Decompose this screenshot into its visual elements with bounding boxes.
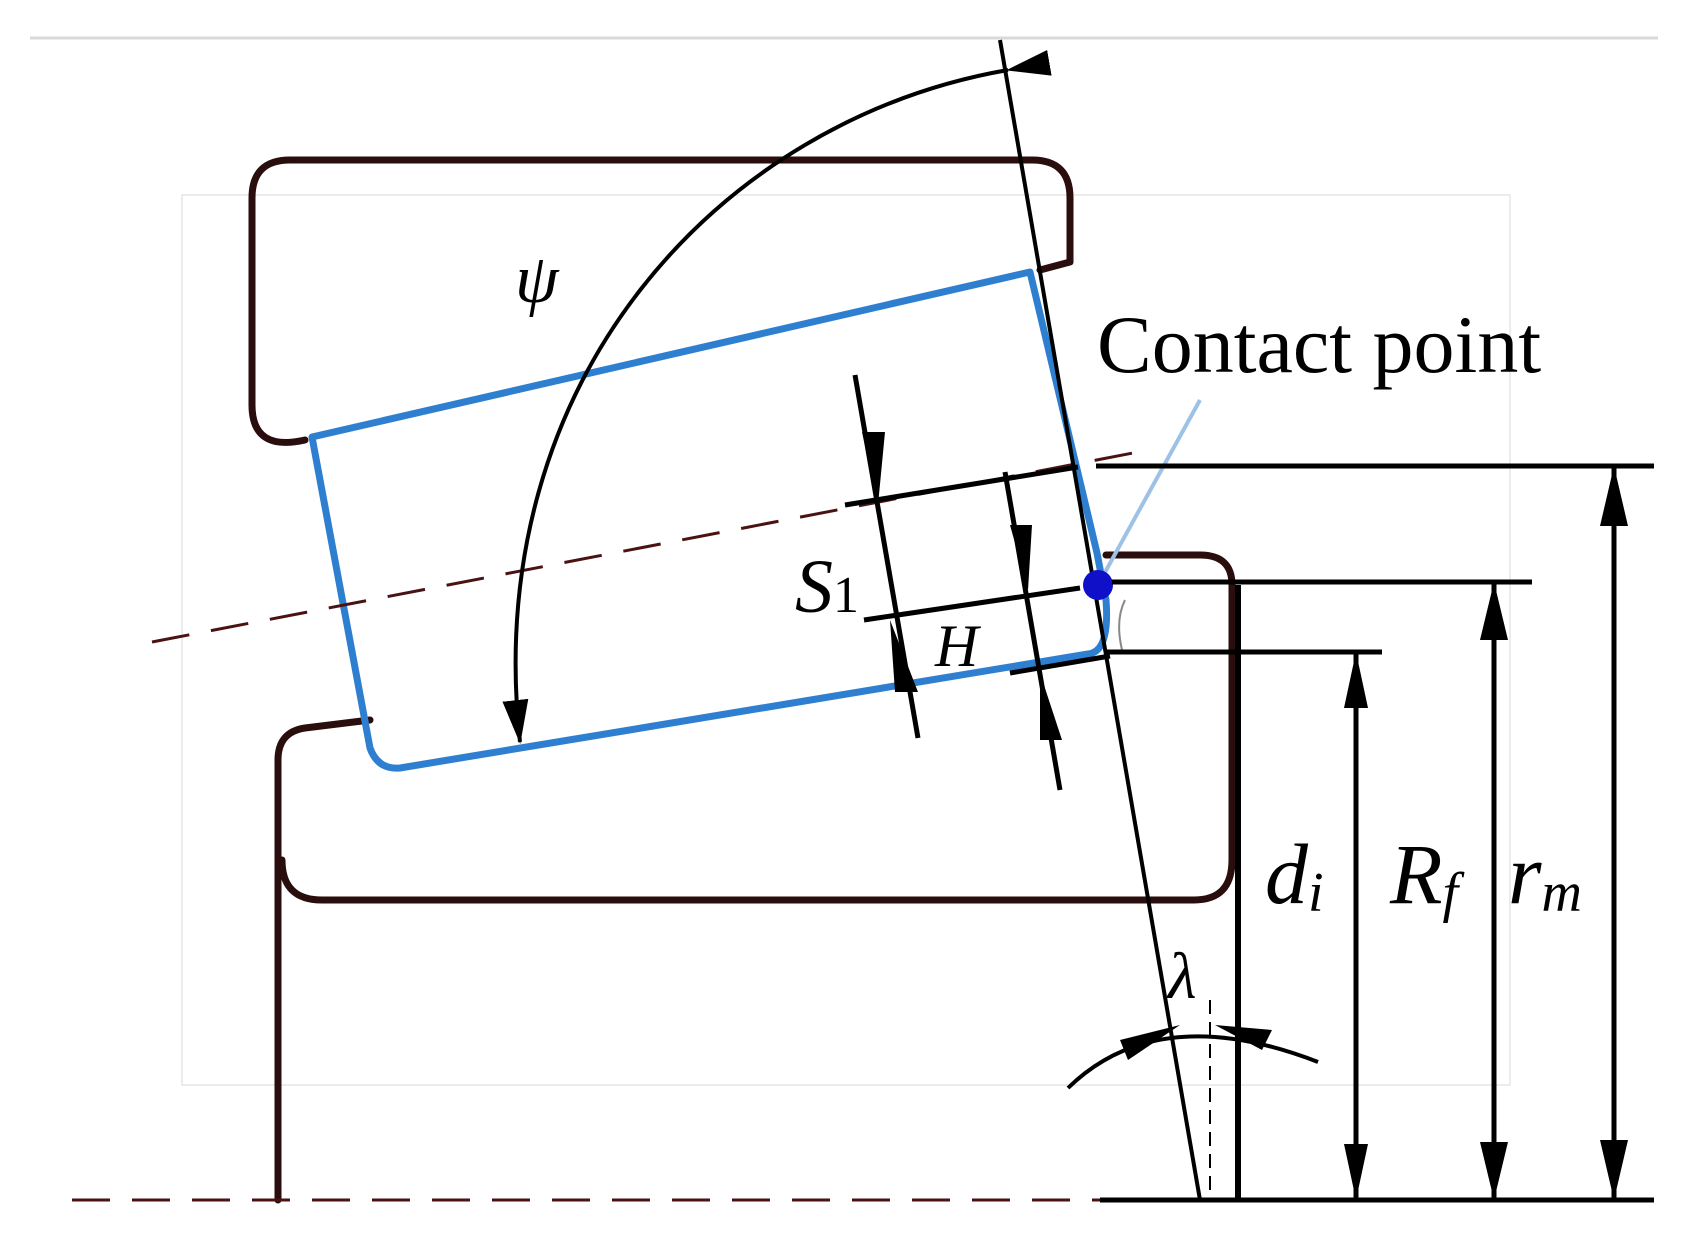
di-arrow-top bbox=[1344, 652, 1368, 708]
contact-gap-mark bbox=[1118, 599, 1126, 651]
lambda-arc bbox=[1066, 1034, 1319, 1090]
inner-ring-body bbox=[278, 551, 1236, 904]
s1-arrow-top bbox=[862, 432, 885, 505]
h-arrow-bottom bbox=[1040, 673, 1062, 740]
label-s1: S1 bbox=[795, 545, 859, 629]
lambda-arrow-left bbox=[1120, 1025, 1180, 1060]
s1-top-line bbox=[844, 464, 1079, 508]
contact-point-marker bbox=[1083, 570, 1113, 600]
rm-arrow-top bbox=[1600, 466, 1628, 526]
rf-arrow-bottom bbox=[1480, 1142, 1508, 1200]
s1-arrow-bottom bbox=[890, 620, 918, 692]
psi-arc bbox=[502, 49, 1052, 744]
tapered-roller bbox=[308, 268, 1111, 772]
contact-leader bbox=[1096, 399, 1202, 586]
h-arrow-top bbox=[1010, 525, 1032, 590]
label-di: di bbox=[1265, 826, 1324, 924]
h-bottom-line bbox=[1009, 653, 1111, 676]
label-contact-point: Contact point bbox=[1097, 299, 1541, 390]
label-lambda: λ bbox=[1166, 940, 1197, 1013]
di-arrow-bottom bbox=[1344, 1144, 1368, 1200]
label-h: H bbox=[934, 613, 982, 679]
label-psi: ψ bbox=[515, 241, 560, 318]
rf-arrow-top bbox=[1480, 582, 1508, 640]
s1-bottom-line bbox=[863, 585, 1081, 623]
lambda-arrow-right bbox=[1215, 1025, 1272, 1050]
inner-ring bbox=[274, 716, 374, 1204]
outer-ring bbox=[248, 156, 1074, 446]
rm-arrow-bottom bbox=[1600, 1140, 1628, 1200]
h-dim-line bbox=[1002, 471, 1063, 791]
label-rm: rm bbox=[1508, 826, 1582, 924]
label-rf: Rf bbox=[1389, 826, 1466, 924]
